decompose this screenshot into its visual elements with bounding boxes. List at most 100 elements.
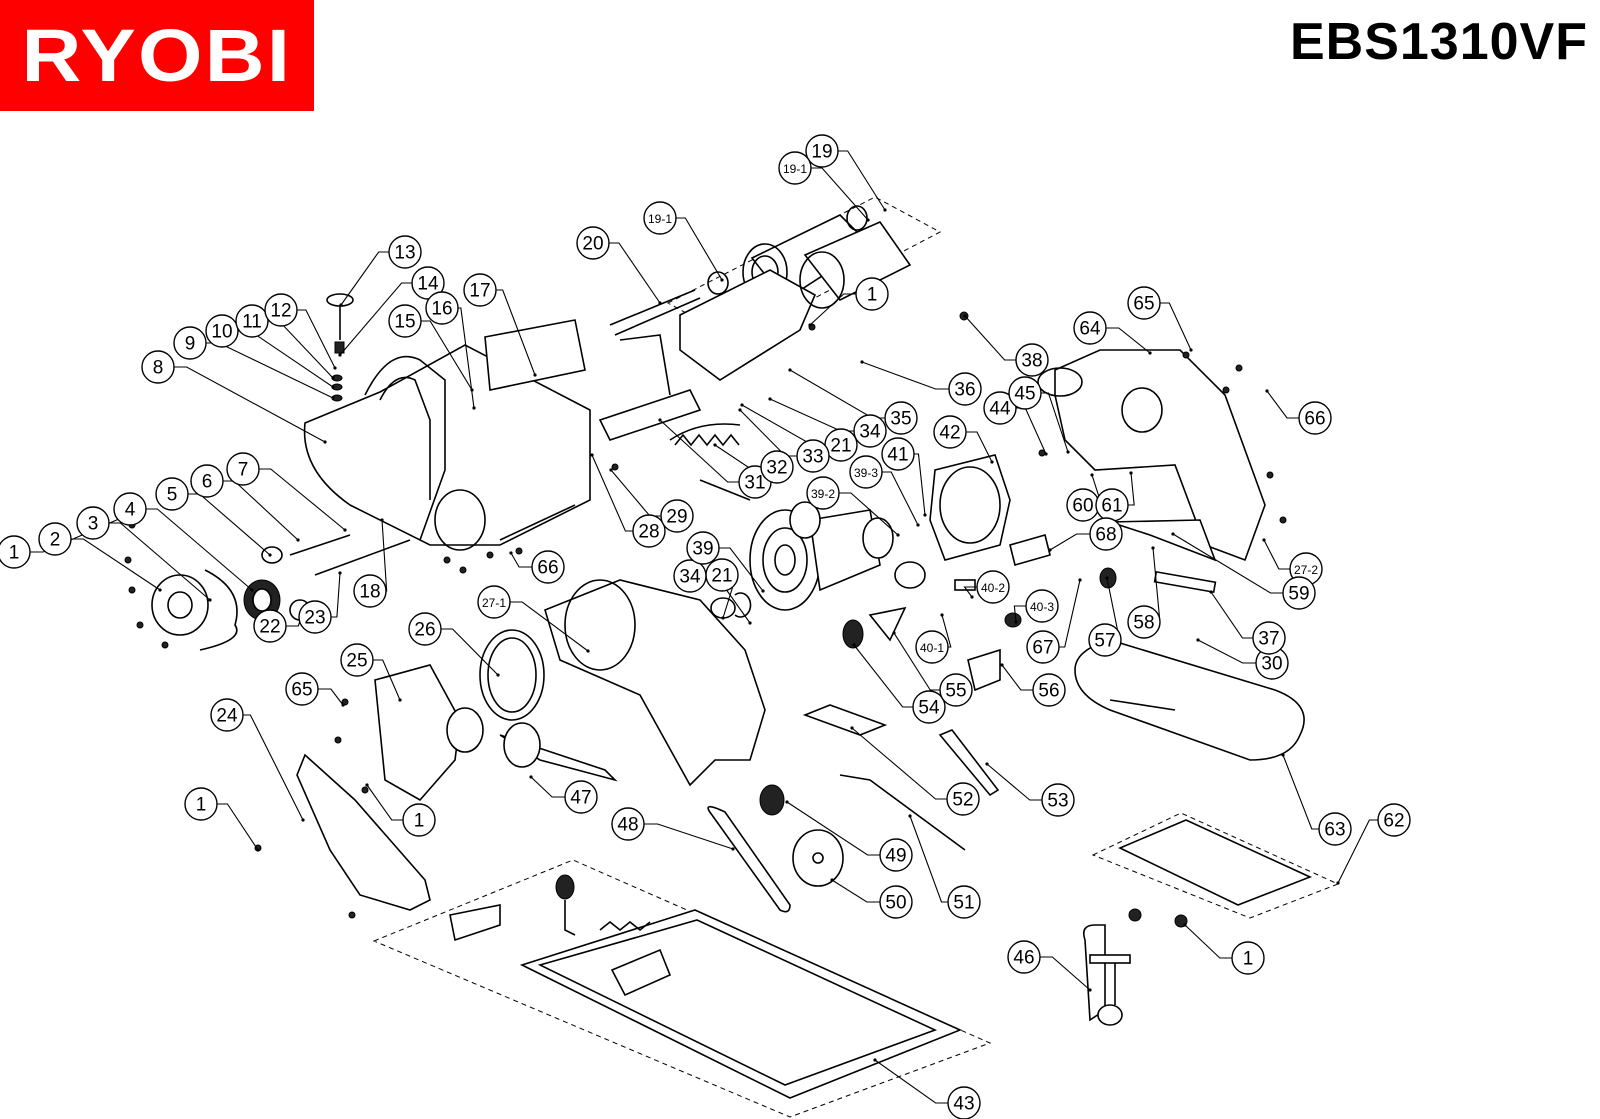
leader-line <box>236 714 304 821</box>
armature <box>699 479 894 611</box>
leader-line <box>1263 539 1293 570</box>
part-callout-19-1: 19-1 <box>778 151 812 185</box>
motor-housing <box>544 579 766 787</box>
callout-label: 17 <box>469 281 490 302</box>
leader-dot <box>301 818 305 822</box>
callout-label: 42 <box>939 423 960 444</box>
leader-dot <box>331 385 335 389</box>
leader-line <box>1266 390 1302 419</box>
part-callout-11: 11 <box>235 304 269 338</box>
leader-dot <box>850 726 854 730</box>
callout-circle <box>340 643 374 677</box>
callout-label: 24 <box>216 706 238 727</box>
callout-circle <box>632 514 666 548</box>
leader-dot <box>721 616 725 620</box>
brand-name: RYOBI <box>21 14 293 97</box>
leader-line <box>438 628 499 676</box>
leader-dot <box>1048 548 1052 552</box>
callout-label: 48 <box>617 815 638 836</box>
callout-label: 66 <box>537 558 558 579</box>
callout-label: 2 <box>50 530 61 551</box>
leader-dot <box>1183 923 1187 927</box>
part-callout-10: 10 <box>205 314 239 348</box>
leader-dot <box>892 631 896 635</box>
leader-dot <box>1151 546 1155 550</box>
leader-line <box>256 468 346 531</box>
callout-circle <box>1015 343 1049 377</box>
callout-label: 32 <box>766 458 787 479</box>
callout-label: 27-1 <box>482 596 506 610</box>
leader-line <box>1155 302 1192 351</box>
leader-line <box>291 309 336 369</box>
housing-bracket <box>1099 519 1217 594</box>
callout-label: 49 <box>885 846 906 867</box>
part-callout-24: 24 <box>210 698 244 732</box>
callout-circle <box>660 499 694 533</box>
part-callout-21: 21 <box>705 558 739 592</box>
leader-dot <box>873 1058 877 1062</box>
leader-dot <box>472 406 476 410</box>
leader-line <box>265 320 334 379</box>
callout-label: 19-1 <box>648 212 672 226</box>
callout-label: 45 <box>1014 384 1035 405</box>
leader-line <box>1038 956 1091 991</box>
callout-label: 20 <box>582 234 603 255</box>
part-callout-5: 5 <box>155 477 189 511</box>
callout-label: 14 <box>417 274 439 295</box>
callout-circle <box>983 391 1017 425</box>
callout-label: 31 <box>744 473 765 494</box>
callout-label: 11 <box>242 312 262 333</box>
callout-label: 23 <box>304 608 325 629</box>
leader-dot <box>740 403 744 407</box>
leader-dot <box>860 360 864 364</box>
leader-line <box>986 763 1044 801</box>
callout-label: 58 <box>1133 613 1154 634</box>
part-callout-67: 67 <box>1026 630 1060 664</box>
part-callout-50: 50 <box>879 885 913 919</box>
part-callout-48: 48 <box>611 807 645 841</box>
leader-line <box>1197 639 1257 664</box>
callout-circle <box>531 550 565 584</box>
part-callout-17: 17 <box>463 273 497 307</box>
leader-line <box>204 342 334 399</box>
drive-roller <box>609 221 912 381</box>
callout-circle <box>38 522 72 556</box>
leader-line <box>1013 605 1029 623</box>
leader-dot <box>1336 881 1340 885</box>
leader-line <box>643 823 734 850</box>
callout-label: 9 <box>185 334 196 355</box>
leader-dot <box>883 208 887 212</box>
leader-line <box>340 251 393 306</box>
leader-dot <box>738 408 742 412</box>
belt-tension-lever <box>484 319 741 441</box>
callout-label: 36 <box>954 380 975 401</box>
callout-label: 34 <box>679 567 701 588</box>
part-callout-21: 21 <box>824 428 858 462</box>
leader-line <box>786 801 882 856</box>
right-housing <box>1037 349 1266 562</box>
part-callout-34: 34 <box>853 414 887 448</box>
callout-circle <box>673 559 707 593</box>
callout-label: 4 <box>125 500 136 521</box>
leader-dot <box>609 468 613 472</box>
leader-dot <box>529 775 533 779</box>
callout-circle <box>855 277 889 311</box>
part-callout-49: 49 <box>879 838 913 872</box>
part-callout-32: 32 <box>760 450 794 484</box>
callout-circle <box>915 630 949 664</box>
leader-dot <box>1171 532 1175 536</box>
leader-dot <box>338 353 342 357</box>
callout-label: 5 <box>167 485 178 506</box>
leader-dot <box>331 396 335 400</box>
callout-circle <box>1007 940 1041 974</box>
callout-circle <box>141 350 175 384</box>
leader-dot <box>896 533 900 537</box>
callout-circle <box>235 304 269 338</box>
callout-label: 39-3 <box>854 466 878 480</box>
part-callout-3: 3 <box>76 506 110 540</box>
leader-dot <box>761 589 765 593</box>
part-callout-7: 7 <box>226 452 260 486</box>
callout-circle <box>0 535 31 569</box>
part-callout-43: 43 <box>947 1086 981 1119</box>
leader-dot <box>296 538 300 542</box>
